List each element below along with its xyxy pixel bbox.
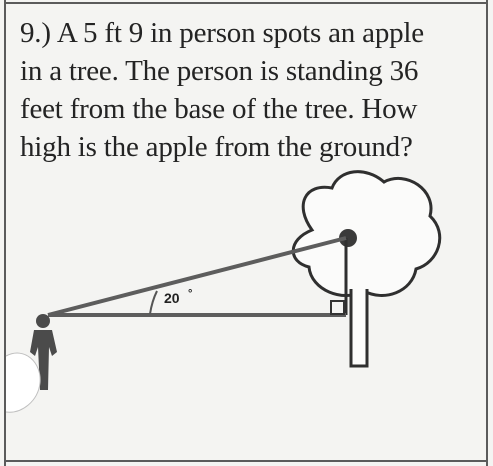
angle-arc: [149, 290, 158, 315]
problem-line-1: 9.)A 5 ft 9 in person spots an apple: [20, 14, 482, 52]
line-of-sight: [47, 236, 347, 317]
person-icon: [30, 314, 57, 390]
frame-top-border: [4, 2, 488, 4]
apple-icon: [339, 229, 357, 247]
tree-trunk: [349, 289, 369, 368]
problem-number: 9.): [20, 17, 51, 49]
tree-canopy: [291, 170, 442, 297]
frame-right-border: [486, 0, 488, 466]
right-angle-marker: [330, 300, 345, 315]
frame-left-border: [4, 0, 6, 466]
angle-value-label: 20: [164, 290, 180, 306]
problem-text-line: feet from the base of the tree. How: [20, 93, 418, 125]
problem-text-line: A 5 ft 9 in person spots an apple: [56, 17, 424, 49]
page-hole-punch: [5, 352, 41, 413]
frame-bottom-border: [4, 460, 488, 462]
problem-text-line: high is the apple from the ground?: [20, 131, 413, 163]
degree-symbol: °: [188, 288, 192, 300]
problem-text-line: in a tree. The person is standing 36: [20, 55, 419, 87]
problem-text: 9.)A 5 ft 9 in person spots an apple in …: [20, 14, 482, 166]
